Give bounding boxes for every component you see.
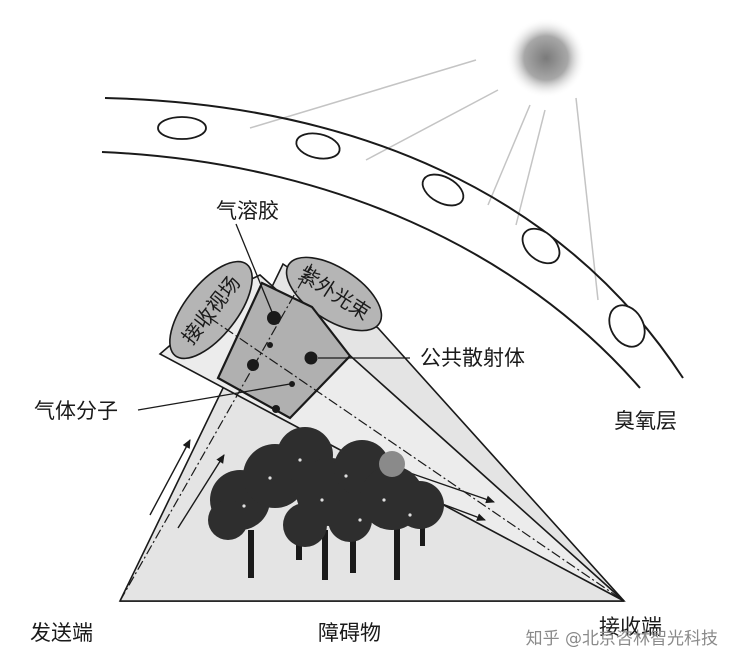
propagation-arrows [149, 439, 495, 529]
sun-rays [249, 59, 599, 301]
ozone-molecules [157, 116, 646, 348]
common-scatter-volume [216, 281, 352, 420]
label-gas-molecule: 气体分子 [34, 399, 118, 423]
label-obstacle: 障碍物 [318, 621, 381, 645]
label-receiver: 接收端 [599, 615, 662, 639]
label-common-scatterer: 公共散射体 [420, 346, 525, 370]
aerosol-particles [247, 311, 318, 413]
label-aerosol: 气溶胶 [216, 199, 279, 223]
obstacle-trees [208, 427, 444, 580]
sun-icon [506, 18, 586, 98]
ozone-layer-band [101, 97, 684, 389]
gas-molecules [267, 342, 295, 387]
label-ozone-layer: 臭氧层 [614, 409, 677, 433]
label-transmitter: 发送端 [30, 621, 93, 645]
leader-lines [137, 223, 410, 411]
receive-fov-cap [169, 260, 253, 360]
watermark: 知乎 @北京咨林智光科技 [526, 629, 718, 649]
